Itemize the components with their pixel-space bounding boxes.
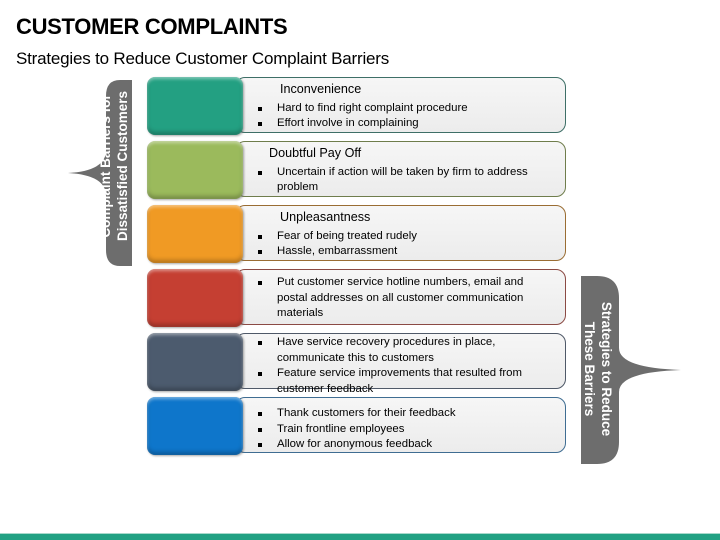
left-brace-shape xyxy=(68,80,132,266)
row-heading: Unpleasantness xyxy=(280,210,371,224)
color-block-teal xyxy=(147,77,243,135)
row-heading: Inconvenience xyxy=(280,82,362,96)
row-panel xyxy=(235,77,566,133)
footer-bar xyxy=(0,533,720,540)
bullet-item: Allow for anonymous feedback xyxy=(255,437,555,453)
bullet-item: Fear of being treated rudely xyxy=(255,229,580,245)
bullet-item: Have service recovery procedures in plac… xyxy=(255,335,555,366)
strategy-row-contact-info: Put customer service hotline numbers, em… xyxy=(147,269,568,327)
bullet-item: Hard to find right complaint procedure xyxy=(255,101,580,117)
row-panel xyxy=(235,269,566,325)
bullet-item: Train frontline employees xyxy=(255,422,555,438)
color-block-orange xyxy=(147,205,243,263)
bullet-item: Uncertain if action will be taken by fir… xyxy=(255,165,569,196)
row-panel xyxy=(235,205,566,261)
right-brace-shape xyxy=(581,276,681,464)
strategy-row-service-recovery: Have service recovery procedures in plac… xyxy=(147,333,568,395)
bullet-item: Effort involve in complaining xyxy=(255,116,580,132)
color-block-red xyxy=(147,269,243,327)
barrier-row-unpleasantness: Unpleasantness Fear of being treated rud… xyxy=(147,205,568,263)
bullet-item: Thank customers for their feedback xyxy=(255,406,555,422)
bullet-item: Feature service improvements that result… xyxy=(255,366,555,397)
left-brace-label: Complaint Barriers for Dissatisfied Cust… xyxy=(98,90,130,242)
color-block-blue xyxy=(147,397,243,455)
row-panel xyxy=(235,333,566,389)
slide-subtitle: Strategies to Reduce Customer Complaint … xyxy=(16,49,390,68)
row-heading: Doubtful Pay Off xyxy=(269,146,362,160)
barrier-row-inconvenience: Inconvenience Hard to find right complai… xyxy=(147,77,568,135)
barrier-row-doubtful-pay-off: Doubtful Pay Off Uncertain if action wil… xyxy=(147,141,568,199)
row-panel xyxy=(235,397,566,453)
color-block-green xyxy=(147,141,243,199)
color-block-slate xyxy=(147,333,243,391)
bullet-item: Hassle, embarrassment xyxy=(255,244,580,260)
slide-title: CUSTOMER COMPLAINTS xyxy=(16,14,288,39)
bullet-item: Put customer service hotline numbers, em… xyxy=(255,275,555,322)
strategy-row-feedback: Thank customers for their feedback Train… xyxy=(147,397,568,455)
row-panel xyxy=(235,141,566,197)
right-brace-label: Strategies to Reduce These Barriers xyxy=(582,301,614,437)
